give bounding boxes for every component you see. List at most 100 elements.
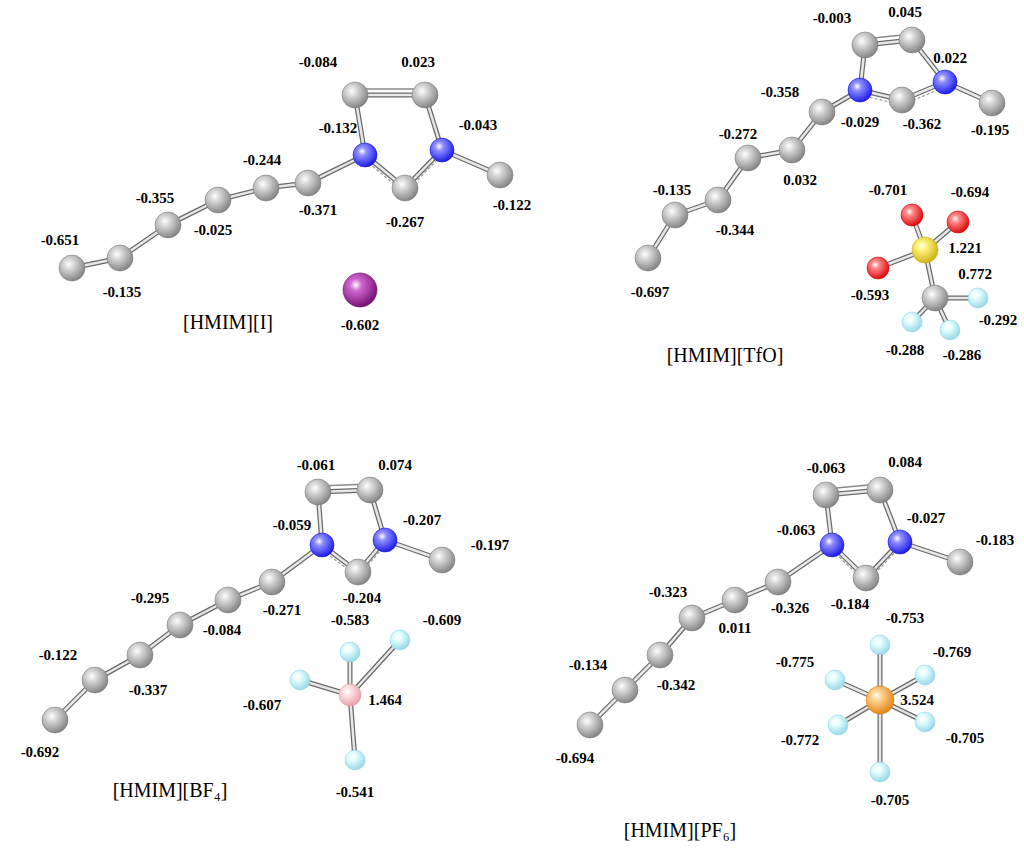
fluorine-atom: [340, 642, 360, 662]
fluorine-atom: [345, 750, 365, 770]
charge-value: -0.705: [871, 793, 910, 808]
charge-value: 3.524: [900, 693, 934, 708]
carbon-atom: [357, 477, 383, 503]
charge-value: -0.204: [343, 591, 382, 606]
fluorine-atom: [870, 762, 890, 782]
nitrogen-atom: [848, 78, 872, 102]
charge-value: -0.323: [649, 585, 688, 600]
charge-value: -0.184: [831, 597, 870, 612]
charge-value: 0.084: [888, 455, 922, 470]
charge-value: -0.326: [771, 601, 810, 616]
charge-value: -0.775: [776, 655, 815, 670]
boron-atom: [339, 684, 361, 706]
charge-value: -0.288: [886, 343, 925, 358]
fluorine-atom: [902, 312, 922, 332]
charge-value: -0.337: [129, 683, 168, 698]
carbon-atom: [412, 82, 438, 108]
nitrogen-atom: [373, 528, 397, 552]
charge-value: -0.358: [761, 85, 800, 100]
nitrogen-atom: [820, 533, 844, 557]
carbon-atom: [259, 569, 285, 595]
carbon-atom: [205, 187, 231, 213]
nitrogen-atom: [933, 70, 957, 94]
charge-value: -0.272: [719, 127, 758, 142]
charge-value: 0.023: [401, 55, 435, 70]
charge-value: -0.244: [243, 153, 282, 168]
carbon-atom: [42, 707, 68, 733]
charge-value: -0.609: [423, 613, 462, 628]
nitrogen-atom: [353, 143, 377, 167]
fluorine-atom: [870, 635, 890, 655]
carbon-atom: [215, 587, 241, 613]
carbon-atom: [295, 170, 321, 196]
charge-value: -0.135: [653, 183, 692, 198]
charge-value: -0.059: [273, 518, 312, 533]
carbon-atom: [82, 667, 108, 693]
structure-title: [HMIM][I]: [183, 312, 273, 332]
carbon-atom: [899, 27, 925, 53]
fluorine-atom: [940, 320, 960, 340]
structure-title: [HMIM][PF₆]: [624, 820, 737, 840]
carbon-atom: [722, 587, 748, 613]
carbon-atom: [345, 559, 371, 585]
carbon-atom: [779, 137, 805, 163]
charge-value: -0.267: [386, 215, 425, 230]
charge-value: 0.011: [719, 621, 752, 636]
charge-value: 0.032: [783, 173, 817, 188]
carbon-atom: [612, 677, 638, 703]
charge-value: -0.043: [459, 118, 498, 133]
carbon-atom: [647, 642, 673, 668]
fluorine-atom: [290, 670, 310, 690]
carbon-atom: [107, 245, 133, 271]
carbon-atom: [922, 285, 948, 311]
charge-value: -0.122: [39, 648, 78, 663]
nitrogen-atom: [310, 533, 334, 557]
charge-value: -0.197: [471, 538, 510, 553]
charge-value: -0.355: [136, 191, 175, 206]
carbon-atom: [155, 212, 181, 238]
charge-value: -0.701: [869, 183, 908, 198]
carbon-atom: [947, 549, 973, 575]
charge-value: -0.207: [403, 513, 442, 528]
oxygen-atom: [867, 257, 889, 279]
charge-value: -0.705: [946, 731, 985, 746]
charge-value: -0.371: [299, 203, 338, 218]
fluorine-atom: [915, 665, 935, 685]
carbon-atom: [853, 565, 879, 591]
charge-value: -0.697: [631, 285, 670, 300]
fluorine-atom: [825, 670, 845, 690]
charge-value: 0.772: [958, 267, 992, 282]
carbon-atom: [305, 479, 331, 505]
fluorine-atom: [390, 630, 410, 650]
charge-value: -0.025: [194, 223, 233, 238]
charge-value: 0.074: [378, 458, 412, 473]
charge-value: -0.286: [943, 348, 982, 363]
phosphorus-atom: [866, 686, 894, 714]
charge-value: -0.027: [907, 511, 946, 526]
carbon-atom: [813, 482, 839, 508]
charge-value: 1.464: [368, 693, 402, 708]
charge-value: -0.195: [971, 123, 1010, 138]
charge-value: -0.651: [41, 233, 80, 248]
fluorine-atom: [968, 288, 988, 308]
charge-value: -0.135: [103, 285, 142, 300]
charge-value: -0.084: [299, 55, 338, 70]
structure-title: [HMIM][BF₄]: [113, 780, 228, 800]
charge-value: -0.772: [781, 733, 820, 748]
carbon-atom: [577, 712, 603, 738]
charge-value: -0.593: [851, 288, 890, 303]
carbon-atom: [167, 612, 193, 638]
charge-value: -0.183: [976, 533, 1015, 548]
iodine-atom: [343, 273, 377, 307]
charge-value: 0.022: [933, 51, 967, 66]
sulfur-atom: [912, 237, 938, 263]
carbon-atom: [392, 175, 418, 201]
carbon-atom: [852, 32, 878, 58]
nitrogen-atom: [888, 530, 912, 554]
charge-value: 1.221: [948, 241, 982, 256]
charge-value: -0.134: [569, 658, 608, 673]
carbon-atom: [127, 642, 153, 668]
charge-value: -0.271: [263, 603, 302, 618]
